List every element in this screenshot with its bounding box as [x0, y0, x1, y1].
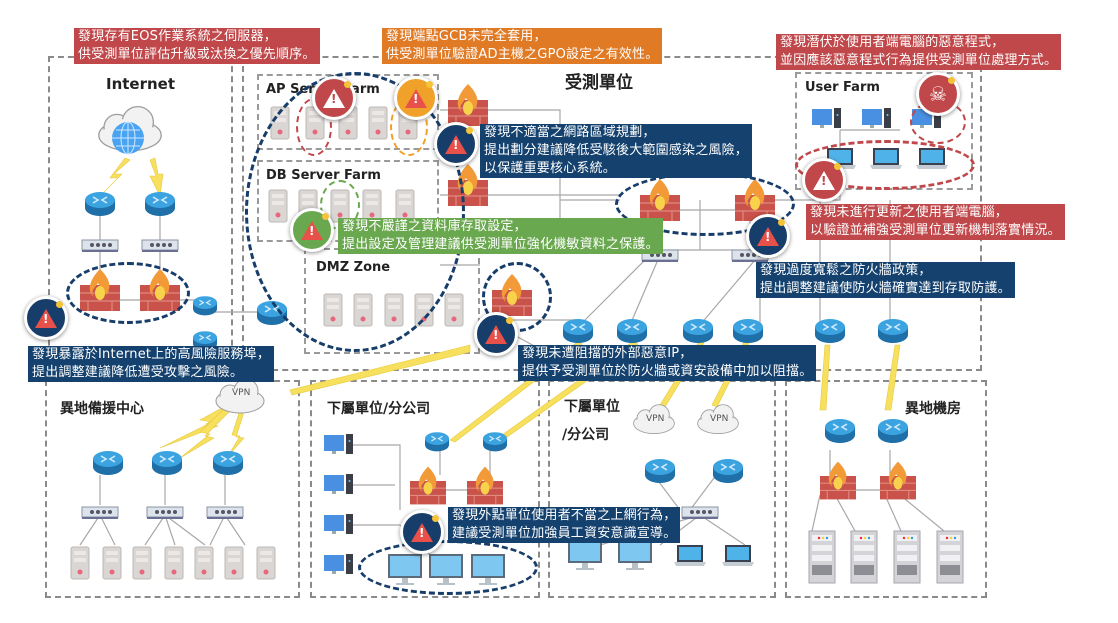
- malware-badge[interactable]: ☠: [916, 72, 960, 116]
- zone-branch-2: [548, 380, 776, 598]
- skull-icon: ☠: [929, 82, 947, 106]
- zone-offsite-datacenter: [785, 380, 987, 598]
- callout-malware: 發現潛伏於使用者端電腦的惡意程式， 並因應該惡意程式行為提供受測單位處理方式。: [776, 34, 1062, 70]
- warning-badge-unpatched[interactable]: [802, 158, 846, 202]
- callout-firewall-policy: 發現過度寬鬆之防火牆政策， 提出調整建議使防火牆確實達到存取防護。: [756, 262, 1015, 298]
- internet-cloud: [98, 105, 162, 155]
- warning-icon: [301, 220, 323, 240]
- label-branch-2-line2: /分公司: [562, 427, 610, 443]
- label-offsite-backup: 異地備援中心: [60, 401, 144, 417]
- callout-unpatched-pcs: 發現未進行更新之使用者端電腦， 以驗證並補強受測單位更新機制落實情況。: [806, 204, 1065, 240]
- highlight-user-laptops: [795, 140, 975, 190]
- warning-icon: [485, 324, 507, 344]
- highlight-internet-firewalls: [66, 262, 190, 324]
- warning-icon: [445, 134, 467, 154]
- callout-malicious-ip: 發現未遭阻擋的外部惡意IP， 提供予受測單位於防火牆或資安設備中加以阻擋。: [518, 345, 817, 381]
- callout-exposed-services: 發現暴露於Internet上的高風險服務埠， 提出調整建議降低遭受攻擊之風險。: [28, 346, 275, 382]
- warning-badge-gcb[interactable]: [394, 76, 438, 120]
- callout-eos-servers: 發現存有EOS作業系統之伺服器， 供受測單位評估升級或汰換之優先順序。: [74, 28, 320, 64]
- warning-icon: [405, 88, 427, 108]
- warning-icon: [757, 226, 779, 246]
- warning-badge-browsing[interactable]: [400, 510, 444, 554]
- warning-icon: [35, 308, 57, 328]
- warning-icon: [813, 170, 835, 190]
- warning-badge-db-access[interactable]: [290, 208, 334, 252]
- callout-gcb: 發現端點GCB未完全套用， 供受測單位驗證AD主機之GPO設定之有效性。: [382, 28, 663, 64]
- callout-improper-browsing: 發現外點單位使用者不當之上網行為， 建議受測單位加強員工資安意識宣導。: [448, 507, 681, 543]
- label-internet: Internet: [106, 75, 176, 93]
- label-offsite-datacenter: 異地機房: [905, 401, 961, 417]
- warning-badge-eos[interactable]: [312, 76, 356, 120]
- vpn-label-branch-a: VPN: [646, 414, 665, 424]
- warning-icon: [411, 522, 433, 542]
- callout-db-access: 發現不嚴謹之資料庫存取設定， 提出設定及管理建議供受測單位強化機敏資料之保護。: [338, 218, 663, 254]
- zone-branch-1: [310, 380, 540, 598]
- vpn-label-backup: VPN: [232, 388, 251, 398]
- label-user-farm: User Farm: [805, 80, 880, 95]
- warning-icon: [323, 88, 345, 108]
- highlight-branch-monitors: [358, 540, 538, 595]
- warning-badge-network-zoning[interactable]: [434, 122, 478, 166]
- label-branch-2-line1: 下屬單位: [564, 399, 620, 415]
- warning-badge-firewall-policy[interactable]: [746, 214, 790, 258]
- warning-badge-malicious-ip[interactable]: [474, 312, 518, 356]
- label-branch-1: 下屬單位/分公司: [327, 401, 431, 417]
- highlight-core-zone: [245, 72, 465, 352]
- label-target-unit: 受測單位: [565, 73, 633, 93]
- callout-network-zoning: 發現不適當之網路區域規劃， 提出劃分建議降低受駭後大範圍感染之風險， 以保護重要…: [480, 124, 753, 178]
- warning-badge-exposed[interactable]: [24, 296, 68, 340]
- vpn-label-branch-b: VPN: [710, 414, 729, 424]
